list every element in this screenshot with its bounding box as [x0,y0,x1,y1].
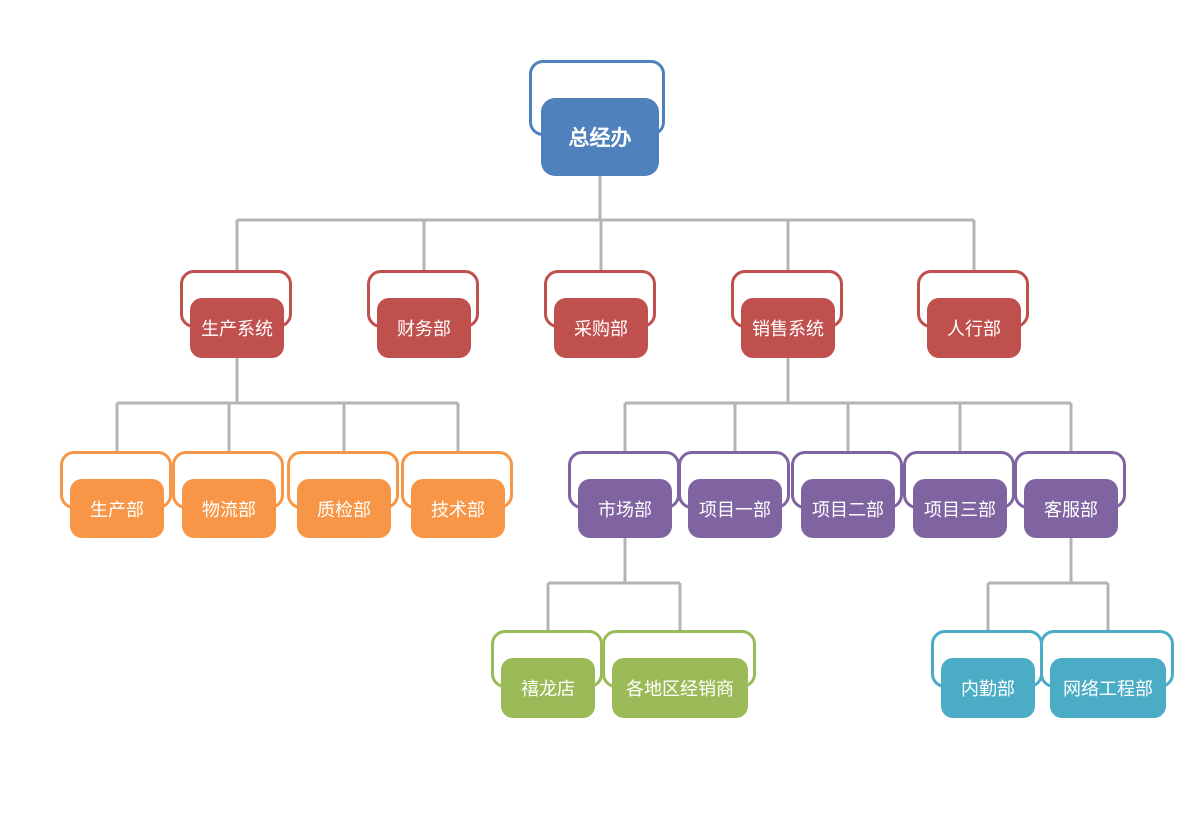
org-node-label: 网络工程部 [1050,658,1166,718]
org-node-label: 人行部 [927,298,1021,358]
org-node-label: 财务部 [377,298,471,358]
org-node-label: 物流部 [182,479,276,538]
org-node-label: 各地区经销商 [612,658,748,718]
org-node-label: 客服部 [1024,479,1118,538]
org-node-label: 市场部 [578,479,672,538]
org-node-label: 禧龙店 [501,658,595,718]
org-node-label: 项目二部 [801,479,895,538]
org-node-label: 内勤部 [941,658,1035,718]
org-node-label: 项目一部 [688,479,782,538]
org-node-label: 采购部 [554,298,648,358]
org-node-label: 生产系统 [190,298,284,358]
org-node-label: 总经办 [541,98,659,176]
org-node-label: 销售系统 [741,298,835,358]
org-node-label: 质检部 [297,479,391,538]
org-node-label: 技术部 [411,479,505,538]
org-node-label: 生产部 [70,479,164,538]
org-node-label: 项目三部 [913,479,1007,538]
